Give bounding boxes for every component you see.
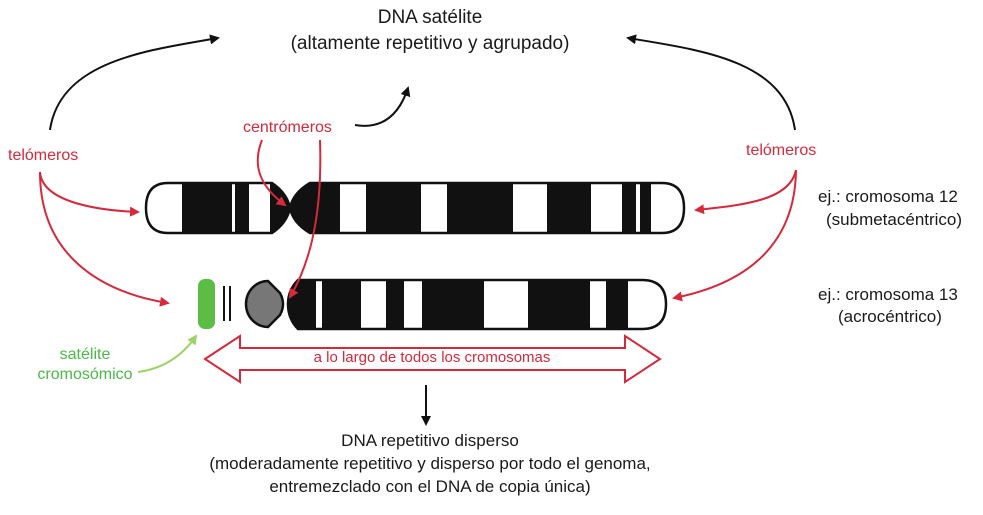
- dispersed-dna-line1: (moderadamente repetitivo y disperso por…: [209, 454, 651, 473]
- chromosome-13-type: (acrocéntrico): [838, 307, 942, 326]
- dispersed-dna-line2: entremezclado con el DNA de copia única): [269, 477, 591, 496]
- centromeres-label: centrómeros: [243, 119, 332, 136]
- chromosome-12-type: (submetacéntrico): [826, 210, 963, 229]
- double-arrow-all-chromosomes: [203, 334, 662, 384]
- satellite-dna-title: DNA satélite: [377, 7, 483, 28]
- chromosome-12-name: ej.: cromosoma 12: [818, 187, 958, 206]
- chromosome-13: [198, 278, 668, 331]
- along-all-chromosomes-label: a lo largo de todos los cromosomas: [313, 349, 551, 366]
- telomeres-right-label: telómeros: [746, 142, 817, 159]
- arrow-centromere-c13: [288, 139, 322, 299]
- arrow-centromeres-to-satellite: [354, 86, 411, 127]
- arrow-centromere-c12: [256, 139, 287, 207]
- short-arm: [244, 279, 285, 329]
- satellite-stalk: [198, 279, 215, 329]
- telomeres-left-label: telómeros: [8, 147, 79, 164]
- chromosome-12: [144, 181, 686, 235]
- arrow-telomere-left-c12: [39, 171, 140, 217]
- arrow-telomere-right-c12: [694, 169, 797, 215]
- arrow-chromosomal-satellite: [137, 334, 198, 373]
- arrow-telomere-right-to-satellite: [626, 34, 796, 131]
- chromosome-13-name: ej.: cromosoma 13: [818, 285, 958, 304]
- chromosomal-satellite-label-line2: cromosómico: [37, 366, 133, 383]
- dispersed-dna-title: DNA repetitivo disperso: [341, 431, 519, 450]
- arrow-telomere-left-to-satellite: [49, 34, 220, 131]
- arrow-telomere-left-c13: [39, 171, 170, 307]
- satellite-dna-subtitle: (altamente repetitivo y agrupado): [290, 33, 570, 54]
- chromosomal-satellite-label-line1: satélite: [59, 346, 111, 363]
- arrow-telomere-right-c13: [672, 169, 797, 302]
